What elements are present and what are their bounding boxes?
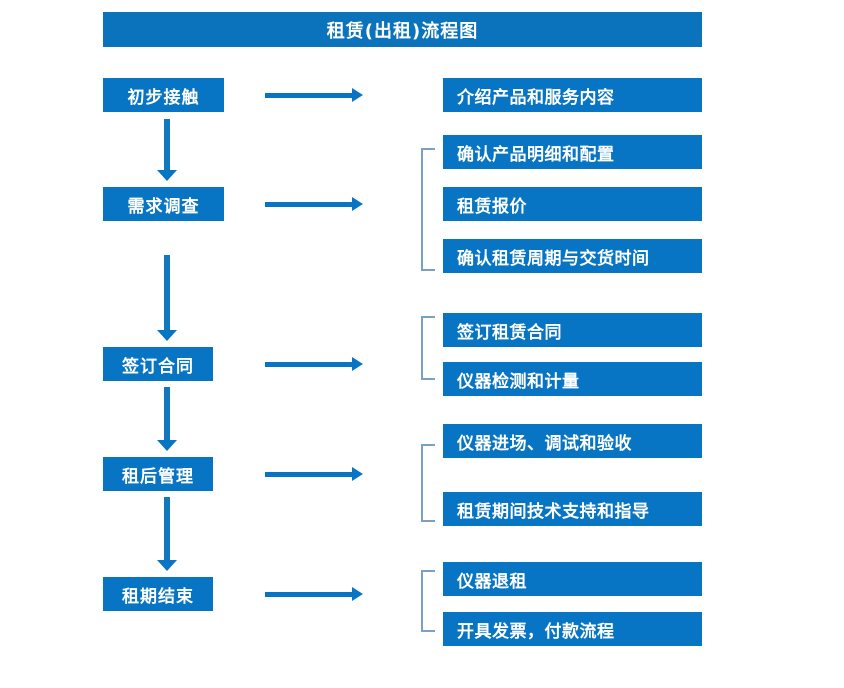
arrow-shaft: [265, 592, 353, 597]
stage-box-2[interactable]: 需求调查: [103, 187, 224, 221]
arrow-shaft: [164, 255, 170, 330]
detail-box-4-1[interactable]: 仪器进场、调试和验收: [443, 424, 702, 458]
arrow-head: [352, 197, 363, 211]
arrow-shaft: [265, 472, 353, 477]
arrow-head: [352, 88, 363, 102]
detail-box-1-1[interactable]: 介绍产品和服务内容: [443, 78, 702, 112]
diagram-title: 租赁(出租)流程图: [103, 12, 702, 47]
arrow-head: [157, 330, 177, 341]
arrow-head: [157, 170, 177, 181]
detail-box-3-1[interactable]: 签订租赁合同: [443, 313, 702, 347]
stage-box-1[interactable]: 初步接触: [103, 78, 224, 112]
vertical-arrow-3-4: [157, 387, 177, 451]
group-bracket-4: [421, 444, 435, 522]
arrow-head: [157, 560, 177, 571]
stage-box-3[interactable]: 签订合同: [103, 347, 213, 381]
arrow-head: [352, 467, 363, 481]
vertical-arrow-4-5: [157, 497, 177, 571]
detail-box-2-3[interactable]: 确认租赁周期与交货时间: [443, 239, 702, 273]
arrow-shaft: [164, 497, 170, 560]
detail-box-3-2[interactable]: 仪器检测和计量: [443, 362, 702, 396]
vertical-arrow-2-3: [157, 255, 177, 341]
detail-box-5-1[interactable]: 仪器退租: [443, 562, 702, 596]
horizontal-arrow-2: [265, 197, 363, 211]
stage-box-4[interactable]: 租后管理: [103, 457, 213, 491]
horizontal-arrow-3: [265, 357, 363, 371]
arrow-head: [352, 587, 363, 601]
arrow-shaft: [164, 387, 170, 440]
group-bracket-2: [421, 148, 435, 271]
arrow-shaft: [164, 119, 170, 170]
detail-box-2-2[interactable]: 租赁报价: [443, 187, 702, 221]
vertical-arrow-1-2: [157, 119, 177, 181]
group-bracket-3: [421, 316, 435, 380]
arrow-shaft: [265, 202, 353, 207]
group-bracket-5: [421, 570, 435, 632]
horizontal-arrow-5: [265, 587, 363, 601]
detail-box-5-2[interactable]: 开具发票，付款流程: [443, 612, 702, 646]
stage-box-5[interactable]: 租期结束: [103, 577, 213, 611]
arrow-head: [352, 357, 363, 371]
arrow-head: [157, 440, 177, 451]
arrow-shaft: [265, 93, 353, 98]
detail-box-2-1[interactable]: 确认产品明细和配置: [443, 135, 702, 169]
horizontal-arrow-4: [265, 467, 363, 481]
arrow-shaft: [265, 362, 353, 367]
horizontal-arrow-1: [265, 88, 363, 102]
detail-box-4-2[interactable]: 租赁期间技术支持和指导: [443, 492, 702, 526]
